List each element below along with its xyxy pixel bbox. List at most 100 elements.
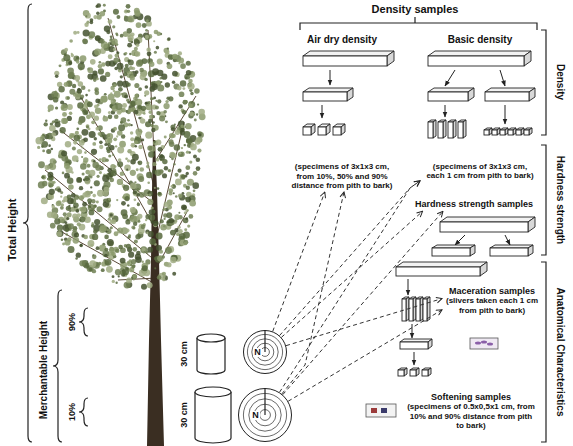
tree-foliage: [130, 216, 137, 223]
tree-foliage: [186, 70, 192, 76]
tree-foliage: [174, 214, 180, 220]
tree-foliage: [57, 188, 61, 192]
tree-foliage: [109, 248, 114, 253]
tree-foliage: [82, 173, 85, 176]
tree-foliage: [63, 54, 70, 61]
tree-foliage: [113, 137, 117, 141]
specimen-side: [311, 124, 315, 135]
tree-foliage: [76, 177, 82, 183]
tree-foliage: [101, 96, 108, 103]
tree-foliage: [159, 169, 164, 174]
tree-foliage: [156, 232, 163, 239]
tree-foliage: [153, 97, 156, 100]
tree-foliage: [133, 247, 138, 252]
tree-foliage: [92, 70, 97, 75]
tree-foliage: [91, 222, 93, 224]
tree-branch: [62, 232, 157, 285]
tree-foliage: [184, 131, 191, 138]
tree-foliage: [146, 172, 152, 178]
cut-arrow: [505, 235, 510, 245]
wood-specimen: [438, 120, 446, 138]
sample-arrow: [280, 181, 420, 392]
tree-foliage: [41, 145, 44, 148]
tree-foliage: [115, 53, 119, 57]
group-label: Density: [555, 64, 565, 100]
wood-specimen: [524, 128, 532, 135]
tree-foliage: [156, 158, 160, 162]
tree-foliage: [168, 191, 172, 195]
tree-foliage: [149, 209, 155, 215]
tree-foliage: [67, 237, 72, 242]
tree-foliage: [116, 15, 120, 19]
tree-foliage: [148, 101, 151, 104]
pith-bark-line: [264, 330, 265, 352]
tree-foliage: [146, 232, 148, 234]
tree-foliage: [126, 4, 131, 9]
tree-foliage: [134, 137, 141, 144]
tree-foliage: [115, 103, 122, 110]
section-sample: [371, 408, 377, 413]
tree-foliage: [137, 132, 142, 137]
cut-arrow: [330, 70, 331, 85]
tree-foliage: [67, 177, 74, 184]
tree-foliage: [190, 111, 194, 115]
tree-foliage: [69, 39, 73, 43]
tree-foliage: [164, 136, 167, 139]
tree-foliage: [163, 207, 166, 210]
tree-foliage: [87, 73, 93, 79]
tree-foliage: [180, 174, 186, 180]
tree-foliage: [186, 137, 193, 144]
specimen-front: [485, 92, 529, 101]
tree-foliage: [111, 219, 116, 224]
tree-foliage: [130, 170, 136, 176]
tree-foliage: [84, 151, 87, 154]
tree-foliage: [113, 9, 119, 15]
tree-foliage: [130, 264, 132, 266]
tree-foliage: [69, 112, 73, 116]
sample-heading: Softening samples: [405, 392, 537, 402]
tree-foliage: [134, 198, 137, 201]
sample-heading: Maceration samples: [445, 286, 539, 296]
tree-foliage: [64, 216, 69, 221]
tree-foliage: [134, 74, 136, 76]
tree-foliage: [106, 266, 113, 273]
tree-foliage: [181, 174, 186, 179]
tree-branch: [60, 130, 156, 205]
log-section: [195, 387, 231, 443]
tree-foliage: [89, 131, 96, 138]
tree-foliage: [126, 278, 132, 284]
tree-branch: [157, 122, 184, 236]
tree-foliage: [178, 58, 184, 64]
wood-specimen: [428, 88, 474, 101]
wood-specimen: [410, 368, 419, 376]
tree-foliage: [77, 213, 81, 217]
specimen-side: [428, 339, 432, 349]
wood-specimen: [448, 120, 456, 138]
tree-foliage: [61, 104, 68, 111]
tree-foliage: [139, 68, 143, 72]
height-label: Total Height: [7, 199, 18, 262]
tree-branch: [156, 96, 196, 160]
tree-foliage: [69, 133, 74, 138]
tree-foliage: [178, 104, 182, 108]
specimen-side: [528, 217, 535, 232]
tree-foliage: [111, 170, 117, 176]
group-bracket: [541, 262, 546, 442]
specimen-front: [423, 299, 427, 321]
tree-foliage: [135, 145, 137, 147]
tree-foliage: [149, 238, 156, 245]
tree-foliage: [86, 125, 89, 128]
tree-foliage: [160, 224, 166, 230]
tree-foliage: [137, 203, 140, 206]
tree-foliage: [130, 207, 136, 213]
tree-foliage: [112, 25, 115, 28]
tree-foliage: [147, 181, 150, 184]
tree-foliage: [94, 48, 101, 55]
tree-foliage: [100, 96, 107, 103]
tree-foliage: [175, 195, 178, 198]
tree-foliage: [126, 244, 131, 249]
tree-foliage: [130, 137, 134, 141]
tree-foliage: [167, 63, 173, 69]
tree-foliage: [157, 84, 164, 91]
specimen-side: [489, 128, 492, 135]
